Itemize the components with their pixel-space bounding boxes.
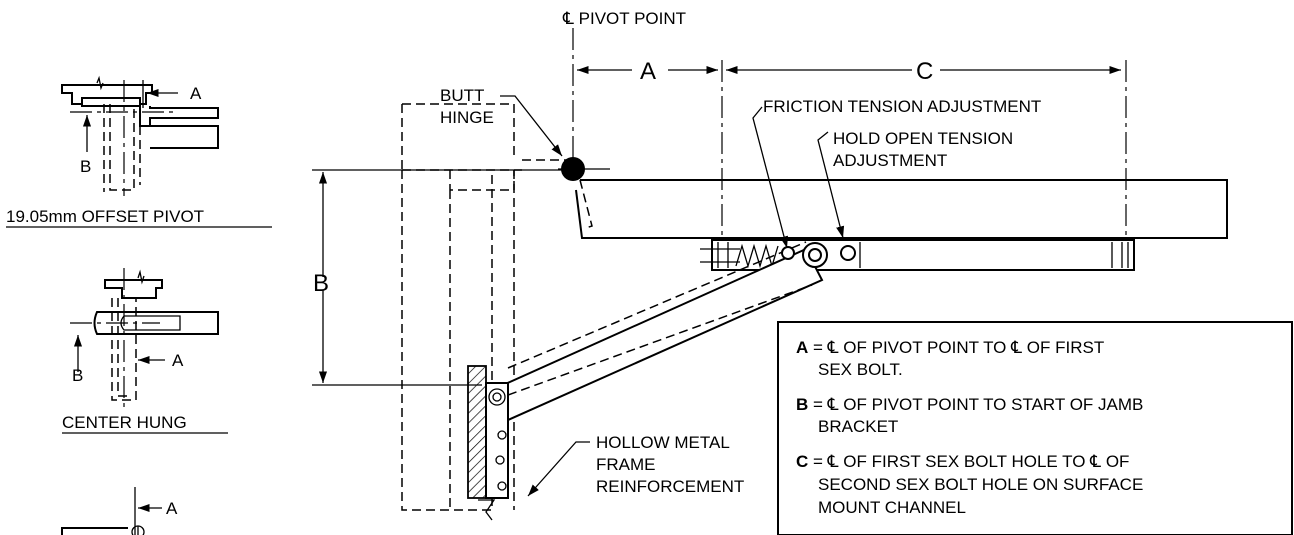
legend-c-line3: MOUNT CHANNEL <box>818 498 966 517</box>
center-hung-detail: A B CENTER HUNG <box>62 268 228 434</box>
offset-pivot-detail: A B 19.05mm OFFSET PIVOT <box>6 75 272 228</box>
offset-pivot-a-label: A <box>190 84 202 103</box>
center-hung-caption: CENTER HUNG <box>62 413 187 432</box>
center-hung-b-label: B <box>72 366 83 385</box>
bottom-detail-partial: A <box>61 487 178 535</box>
legend-b-line2: BRACKET <box>818 417 898 436</box>
frame-reinforcement-hatch <box>467 365 487 499</box>
center-hung-a-label: A <box>172 351 184 370</box>
legend-c-line1: C = ℄ OF FIRST SEX BOLT HOLE TO ℄ OF <box>796 452 1129 471</box>
legend-a-line2: SEX BOLT. <box>818 360 903 379</box>
legend-b-line1: B = ℄ OF PIVOT POINT TO START OF JAMB <box>796 395 1143 414</box>
hollow-frame-label-line1: HOLLOW METAL <box>596 433 730 452</box>
dimension-legend: A = ℄ OF PIVOT POINT TO ℄ OF FIRST SEX B… <box>777 321 1293 535</box>
pivot-point-label: ℄ PIVOT POINT <box>562 9 686 28</box>
bottom-detail-a-label: A <box>166 499 178 518</box>
dimension-a-label: A <box>640 58 656 85</box>
friction-tension-label: FRICTION TENSION ADJUSTMENT <box>763 97 1041 116</box>
hold-open-label-line1: HOLD OPEN TENSION <box>833 129 1013 148</box>
main-assembly: B A C ℄ PIVOT POINT <box>312 9 1228 521</box>
butt-hinge-pivot-dot <box>561 157 585 181</box>
closer-arm <box>490 247 824 422</box>
dimension-c-label: C <box>916 58 933 85</box>
butt-hinge-label-line2: HINGE <box>440 108 494 127</box>
dimension-b-label: B <box>313 270 329 297</box>
offset-pivot-b-label: B <box>80 157 91 176</box>
hollow-frame-label-line3: REINFORCEMENT <box>596 477 744 496</box>
legend-c-line2: SECOND SEX BOLT HOLE ON SURFACE <box>818 475 1143 494</box>
hold-open-label-line2: ADJUSTMENT <box>833 151 947 170</box>
legend-a-line1: A = ℄ OF PIVOT POINT TO ℄ OF FIRST <box>796 338 1104 357</box>
offset-pivot-caption: 19.05mm OFFSET PIVOT <box>6 207 204 226</box>
jamb-bracket <box>485 382 509 499</box>
butt-hinge-label-line1: BUTT <box>440 86 484 105</box>
hollow-frame-label-line2: FRAME <box>596 455 656 474</box>
